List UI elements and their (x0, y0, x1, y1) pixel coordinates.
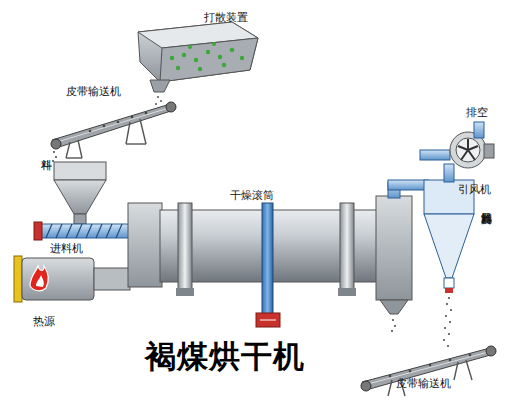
part-label: 进料机 (50, 243, 83, 255)
part-label: 打散装置 (204, 12, 248, 24)
part-label: 排空 (466, 107, 488, 119)
part-label: 皮带输送机 (396, 378, 451, 390)
title: 褐煤烘干机 (145, 336, 305, 378)
belt-conveyor (51, 102, 176, 162)
hopper (54, 162, 106, 224)
duct (388, 180, 428, 198)
drying-drum (128, 196, 412, 332)
part-label: 皮带输送机 (66, 86, 121, 98)
part-label: 热源 (33, 316, 55, 328)
induced-draft-fan (420, 122, 494, 168)
belt-conveyor (361, 346, 496, 396)
heat-source (14, 256, 130, 302)
material-flow (443, 297, 452, 347)
part-label: 干燥滚筒 (230, 190, 274, 202)
part-label: 引风机 (458, 184, 491, 196)
screw-feeder (34, 222, 130, 240)
breaking-device (138, 22, 258, 109)
